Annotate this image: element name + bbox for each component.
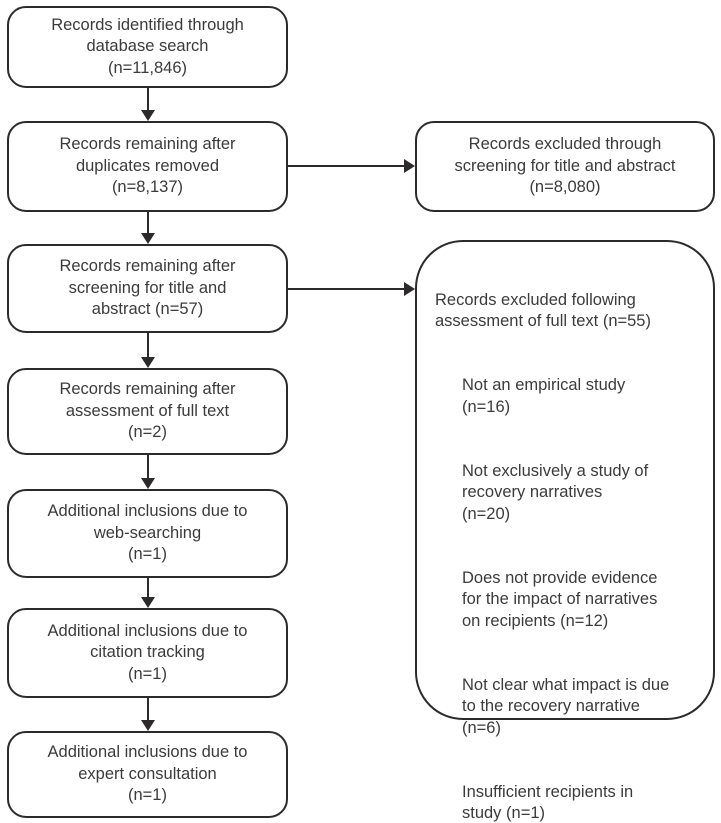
arrow-line [147, 88, 149, 111]
arrow-line [147, 698, 149, 721]
arrow-down-icon [141, 357, 155, 368]
box-citation-tracking: Additional inclusions due to citation tr… [7, 608, 288, 698]
box-expert-consultation: Additional inclusions due to expert cons… [7, 731, 288, 818]
box-excluded-screening: Records excluded through screening for t… [415, 121, 715, 212]
excluded-reason-item: Insufficient recipients in study (n=1) [462, 782, 634, 823]
excluded-reason-item: Not exclusively a study of recovery narr… [462, 461, 649, 523]
arrow-down-icon [141, 233, 155, 244]
panel-excluded-full-text: Records excluded following assessment of… [415, 240, 715, 822]
arrow-line [147, 578, 149, 598]
box-full-text-assessment: Records remaining after assessment of fu… [7, 368, 288, 455]
arrow-line [287, 165, 406, 167]
excluded-reason-item: Not clear what impact is due to the reco… [462, 675, 670, 737]
arrow-down-icon [141, 478, 155, 489]
arrow-right-icon [404, 159, 415, 173]
arrow-down-icon [141, 720, 155, 731]
excluded-reason-item: Does not provide evidence for the impact… [462, 568, 658, 630]
box-duplicates-removed: Records remaining after duplicates remov… [7, 121, 288, 212]
arrow-line [147, 455, 149, 479]
box-title-abstract-screening: Records remaining after screening for ti… [7, 244, 288, 333]
excluded-reason-item: Not an empirical study (n=16) [462, 376, 626, 416]
arrow-down-icon [141, 110, 155, 121]
box-web-searching: Additional inclusions due to web-searchi… [7, 489, 288, 578]
arrow-line [287, 288, 406, 290]
excluded-full-text-header: Records excluded following assessment of… [435, 290, 651, 331]
arrow-line [147, 333, 149, 358]
arrow-line [147, 212, 149, 234]
box-records-identified: Records identified through database sear… [7, 6, 288, 88]
arrow-down-icon [141, 597, 155, 608]
arrow-right-icon [404, 282, 415, 296]
